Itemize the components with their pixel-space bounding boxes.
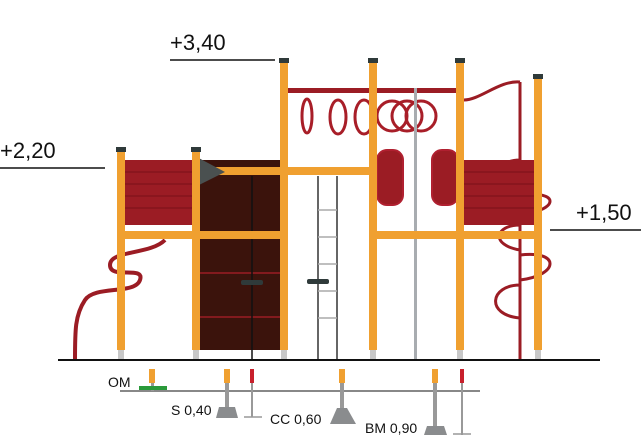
foundation-s (216, 369, 262, 418)
swing-seat (307, 279, 329, 284)
foundation-cc (330, 369, 356, 424)
height-label-top: +3,40 (170, 30, 226, 55)
foundation-label-cc: CC 0,60 (270, 411, 322, 427)
posts (117, 60, 542, 350)
overhead-rope (463, 80, 521, 102)
side-panel-right (464, 160, 536, 225)
lower-beam-left (122, 231, 284, 239)
climbing-wall-lines (200, 272, 282, 318)
side-panel-left (124, 160, 192, 225)
climbing-wall-panel (200, 160, 282, 350)
rope-ladder (317, 176, 338, 360)
hand-hold-1 (376, 149, 404, 206)
fire-pole (414, 88, 417, 360)
foundation-label-bm: BM 0,90 (365, 420, 418, 436)
foundation-label-s: S 0,40 (171, 402, 212, 418)
foundation-om (139, 369, 167, 391)
foundation-bm (424, 369, 471, 435)
post-caps (116, 58, 543, 152)
corner-bracket (193, 155, 225, 188)
post-feet (118, 350, 541, 360)
rope-seat (241, 280, 263, 285)
foundation-label-om: OM (108, 374, 131, 390)
height-label-left: +2,20 (0, 138, 56, 163)
height-label-right: +1,50 (576, 200, 632, 225)
hand-hold-2 (431, 149, 459, 206)
